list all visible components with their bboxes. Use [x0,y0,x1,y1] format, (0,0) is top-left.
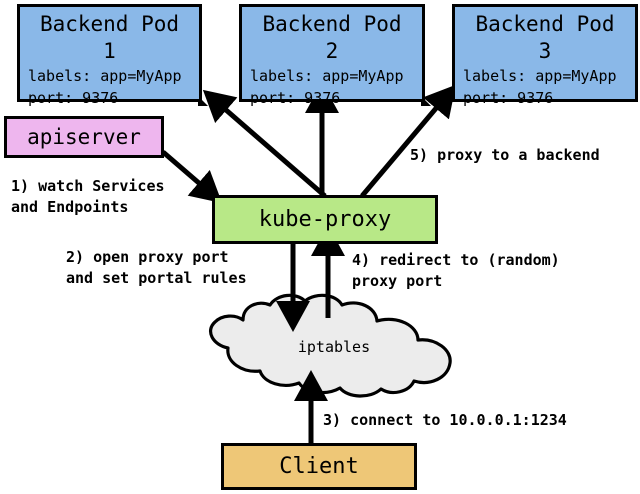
pod-3-labels: labels: app=MyApp [463,67,617,85]
kubeproxy-node: kube-proxy [212,195,438,244]
pod-1-port: port: 9376 [28,89,119,107]
step-2-label-line2: and set portal rules [66,269,247,287]
pod-2-labels: labels: app=MyApp [250,67,404,85]
step-4-label-line2: proxy port [352,272,443,290]
arrow-kubeproxy-to-pod3 [360,84,456,198]
apiserver-label: apiserver [27,125,141,149]
kubeproxy-label: kube-proxy [258,207,392,232]
step-4-label-line1: 4) redirect to (random) [352,251,560,269]
pod-3-port: port: 9376 [463,89,554,107]
pod-2-name: Backend Pod 2 [262,12,402,63]
step-2-label-line1: 2) open proxy port [66,248,229,266]
iptables-label: iptables [297,338,371,356]
pod-3-name: Backend Pod 3 [475,12,615,63]
client-label: Client [279,454,359,479]
iptables-cloud [209,293,452,398]
client-node: Client [221,443,417,490]
backend-pod-3: Backend Pod 3 labels: app=MyApp port: 93… [452,4,638,107]
apiserver-node: apiserver [4,116,164,158]
step-5-label: 5) proxy to a backend [410,146,600,164]
pod-1-name: Backend Pod 1 [39,12,180,63]
backend-pod-1: Backend Pod 1 labels: app=MyApp port: 93… [17,4,202,107]
pod-2-port: port: 9376 [250,89,341,107]
step-1-label-line2: and Endpoints [11,198,129,216]
arrow-apiserver-to-kubeproxy [161,150,223,204]
step-3-label: 3) connect to 10.0.0.1:1234 [323,411,567,429]
arrow-kubeproxy-to-pod1 [202,89,327,198]
backend-pod-2: Backend Pod 2 labels: app=MyApp port: 93… [239,4,425,107]
pod-1-labels: labels: app=MyApp [28,67,182,85]
step-1-label-line1: 1) watch Services [11,177,165,195]
